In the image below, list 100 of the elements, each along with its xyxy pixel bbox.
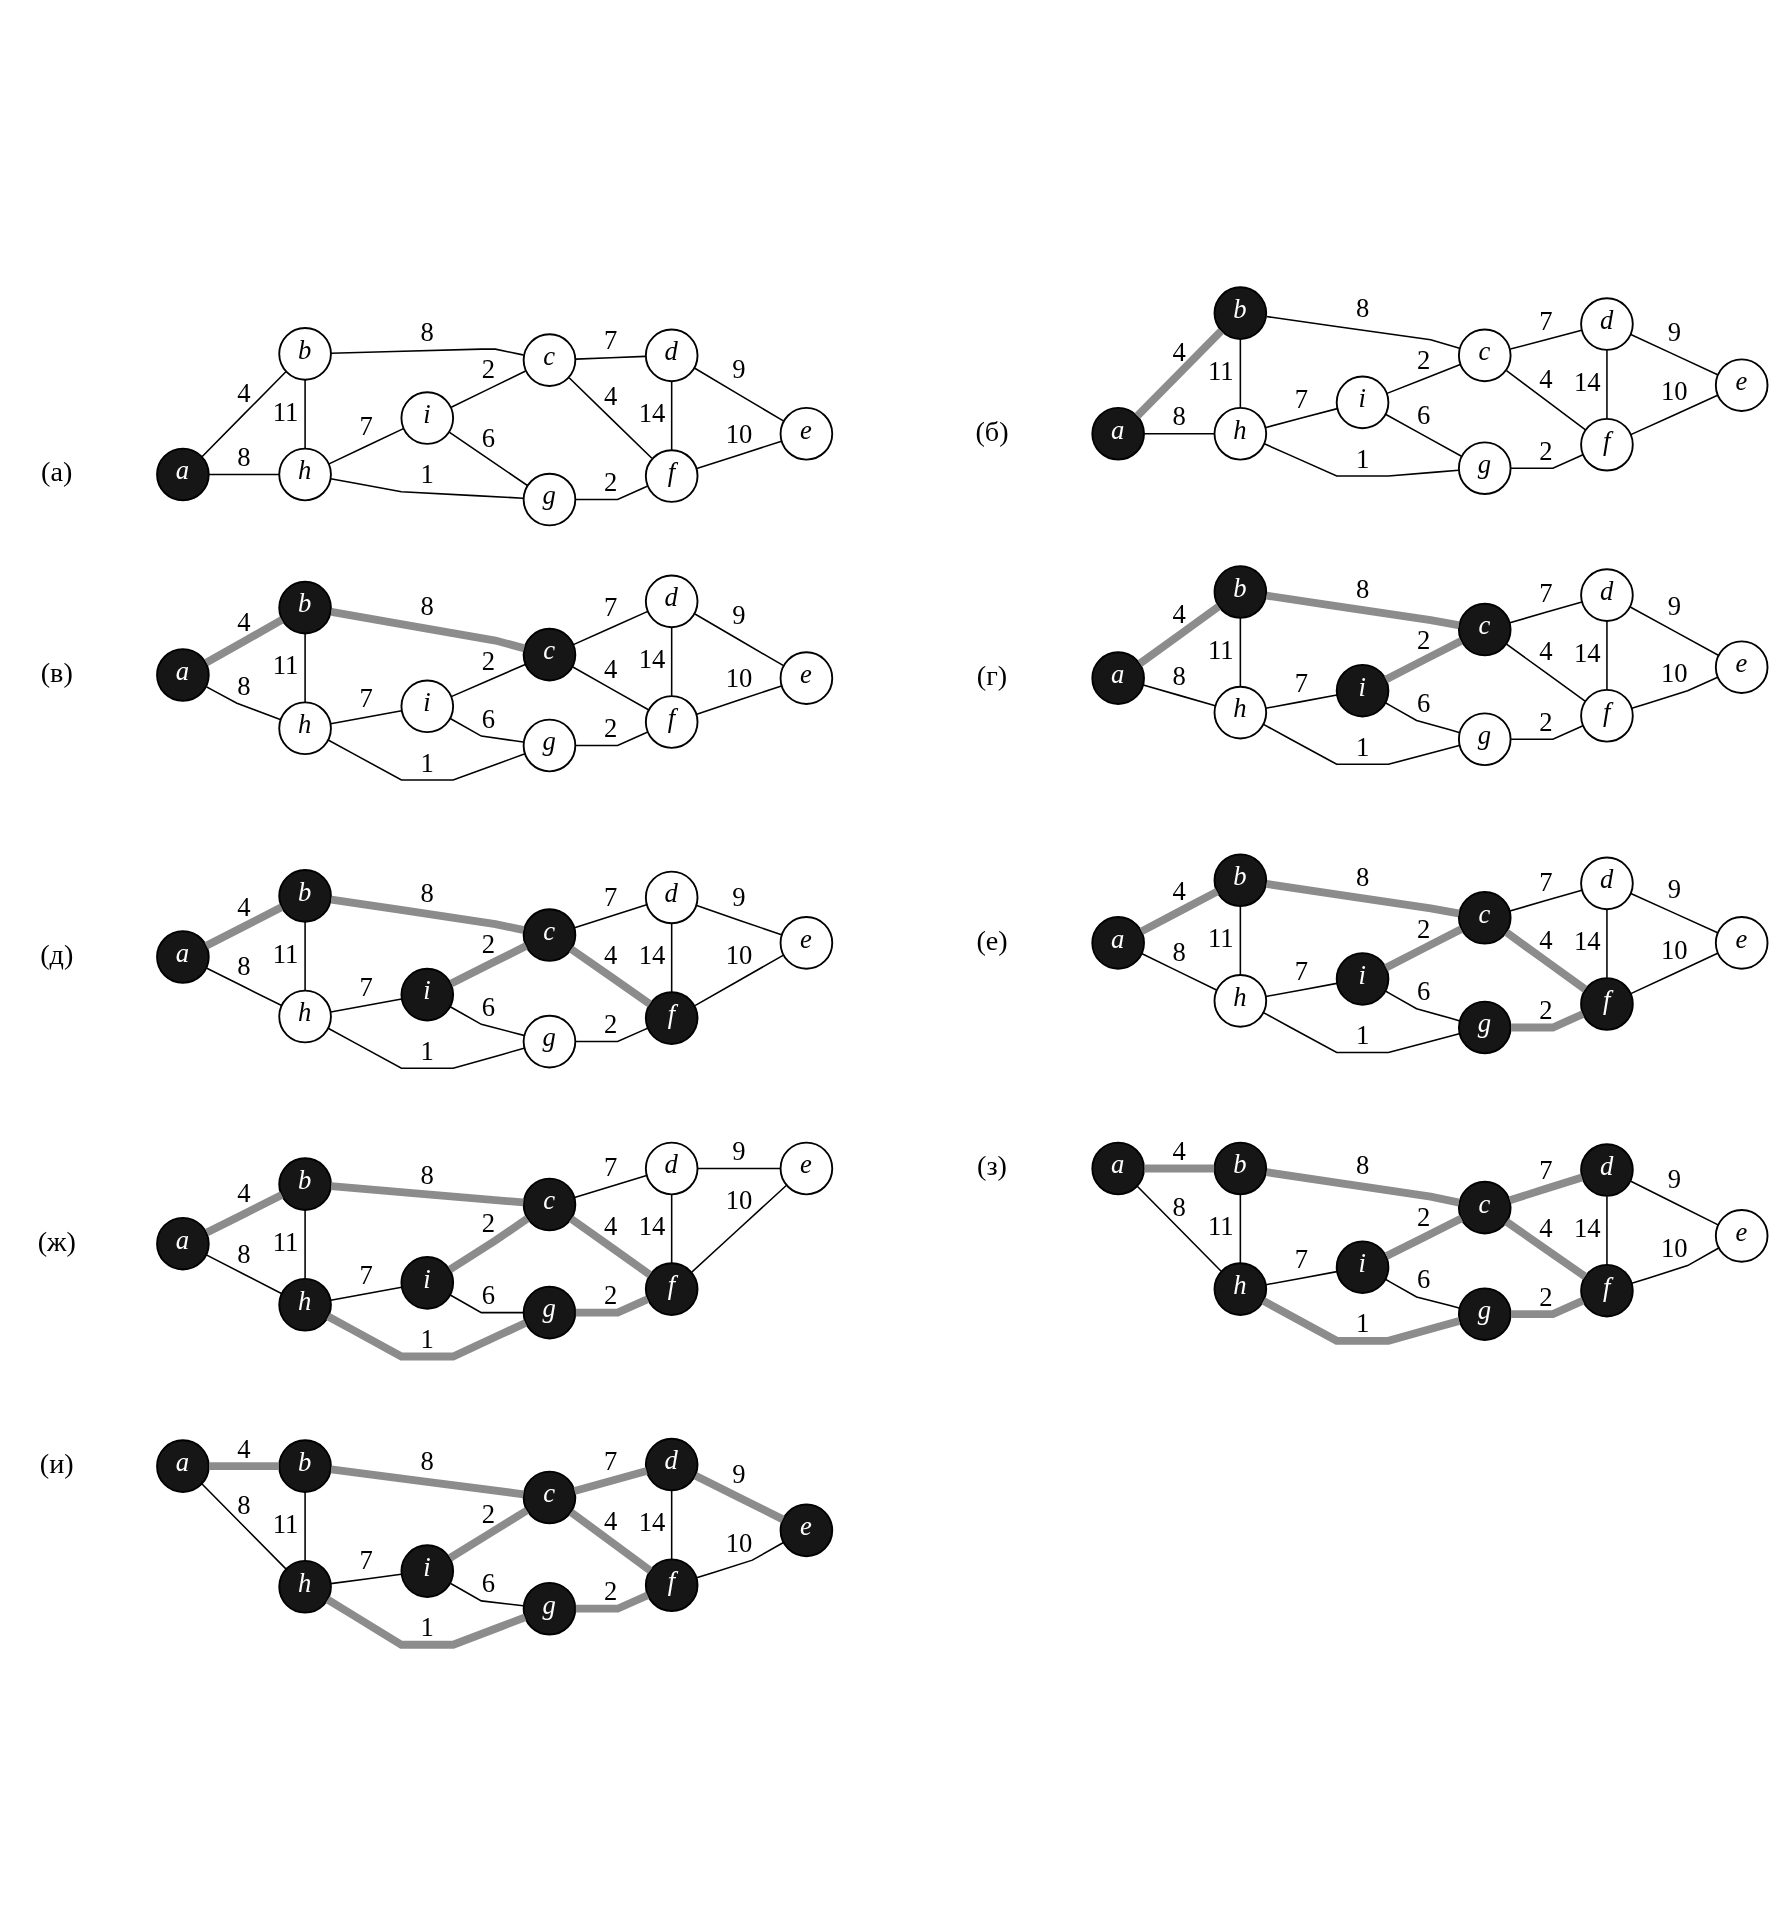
node-circle: f <box>644 991 699 1045</box>
node-circle: d <box>644 870 699 925</box>
node-circle: b <box>1213 853 1268 908</box>
connector <box>1141 953 1218 991</box>
edge-label: 8 <box>1172 661 1186 692</box>
edge-label: 11 <box>272 396 299 427</box>
connector <box>1630 892 1719 934</box>
node-circle: g <box>1457 712 1512 767</box>
connector <box>450 663 526 698</box>
connector <box>329 478 524 499</box>
connector <box>1266 1168 1460 1207</box>
connector <box>697 1167 781 1170</box>
connector <box>670 380 673 451</box>
edge-label: 10 <box>725 940 753 971</box>
node-circle: b <box>1213 565 1268 619</box>
edge-label: 6 <box>1416 687 1431 718</box>
node-circle: d <box>1580 297 1634 351</box>
node-circle: a <box>156 930 210 984</box>
connector <box>1263 443 1460 477</box>
connector <box>1606 908 1608 979</box>
edge-label: 7 <box>1539 866 1553 897</box>
edge-label: 9 <box>1667 1164 1681 1195</box>
edge-label: 9 <box>732 600 746 631</box>
node-circle: b <box>278 869 332 923</box>
node-circle: f <box>644 1262 699 1316</box>
edge-label: 11 <box>272 1226 299 1257</box>
connector <box>573 1174 648 1199</box>
connector <box>696 685 783 715</box>
node-circle: c <box>522 908 577 962</box>
node-circle: e <box>1714 916 1769 970</box>
label: (з) <box>977 1150 1008 1182</box>
connector <box>574 355 647 360</box>
connector <box>304 1491 306 1562</box>
edge-label: 11 <box>1207 1211 1234 1242</box>
node-circle: b <box>278 1157 332 1211</box>
label: (д) <box>40 938 74 970</box>
edge-label: 11 <box>272 1508 299 1539</box>
edge-label: 4 <box>1539 636 1553 667</box>
connector <box>1239 905 1242 976</box>
edge-label: 2 <box>1416 625 1431 656</box>
connector <box>573 1467 648 1495</box>
edge-label: 8 <box>420 1446 434 1477</box>
edge-label: 10 <box>1660 658 1688 689</box>
node-circle: i <box>400 967 455 1022</box>
edge-label: 8 <box>1355 1150 1370 1181</box>
edge-label: 4 <box>237 606 251 637</box>
connector <box>568 376 653 460</box>
edge-label: 7 <box>603 1151 618 1182</box>
edge-label: 8 <box>420 1159 434 1190</box>
connector <box>329 998 403 1013</box>
node-circle: c <box>1457 891 1512 945</box>
connector <box>696 904 783 936</box>
edge-label: 8 <box>420 590 434 621</box>
edge-label: 2 <box>1539 706 1553 737</box>
connector <box>1384 1215 1464 1260</box>
connector <box>1384 990 1460 1022</box>
label: (в) <box>40 656 73 688</box>
connector <box>1385 413 1463 457</box>
connector <box>329 710 403 725</box>
connector <box>690 1184 788 1274</box>
connector <box>325 1596 527 1649</box>
connector <box>329 1573 403 1585</box>
connector <box>1262 1011 1461 1054</box>
connector <box>448 1507 529 1562</box>
node-circle: i <box>1335 1240 1390 1294</box>
connector <box>208 473 280 476</box>
edge-label: 6 <box>481 423 496 454</box>
connector <box>1239 1193 1242 1264</box>
edge-label: 10 <box>725 1184 753 1215</box>
node-circle: g <box>522 718 577 773</box>
node-circle: c <box>1457 1180 1512 1235</box>
node-circle: g <box>1457 441 1512 495</box>
connector <box>1509 889 1583 912</box>
edge-label: 2 <box>481 1499 496 1530</box>
edge-label: 10 <box>725 1527 753 1558</box>
edge-label: 8 <box>237 951 251 982</box>
node-circle: c <box>522 627 577 682</box>
connector <box>1266 880 1460 918</box>
node-circle: a <box>1091 406 1145 461</box>
node-circle: i <box>400 679 455 734</box>
edge-label: 2 <box>1539 435 1553 466</box>
node-circle: h <box>1213 974 1268 1028</box>
node-circle: h <box>1213 406 1268 461</box>
node-circle: b <box>278 580 332 635</box>
node-circle: d <box>1580 1143 1634 1197</box>
edge-label: 1 <box>1355 731 1370 762</box>
connector <box>449 942 528 987</box>
edge-label: 6 <box>481 991 496 1022</box>
connector <box>575 1027 649 1043</box>
edge-label: 4 <box>603 1505 618 1536</box>
connector <box>205 686 282 721</box>
connector <box>330 895 525 934</box>
edge-label: 8 <box>237 670 251 701</box>
node-circle: g <box>522 1285 577 1340</box>
connector <box>449 1005 525 1037</box>
label: (г) <box>976 660 1008 692</box>
connector <box>1142 684 1217 707</box>
connector <box>670 1193 673 1264</box>
node-circle: f <box>644 449 699 503</box>
connector <box>449 1294 524 1314</box>
